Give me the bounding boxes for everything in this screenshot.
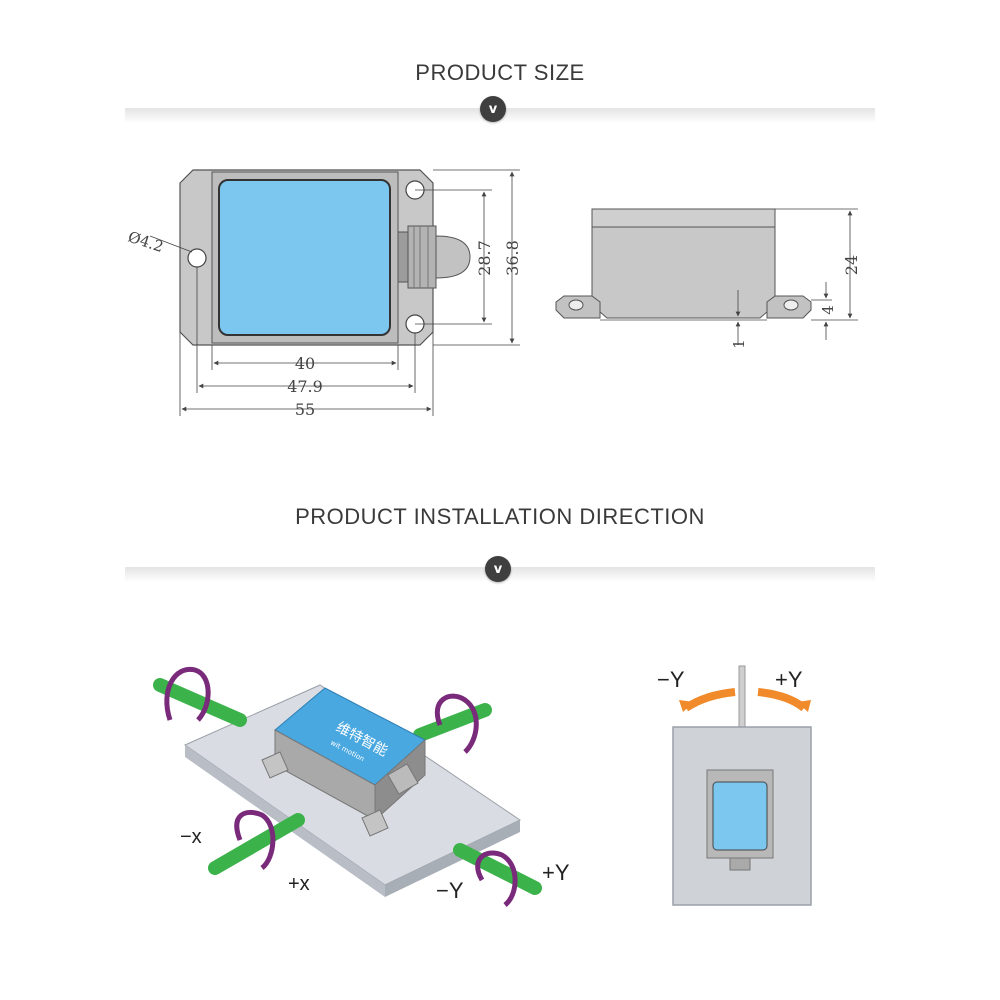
chevron-down-icon[interactable]: v [485, 556, 511, 582]
vertical-sensor [706, 769, 774, 871]
dim-1: 1 [730, 339, 748, 349]
horizontal-installation-illustration: 维特智能 wit motion −x +x −Y +Y [153, 666, 570, 907]
chevron-down-icon[interactable]: v [480, 96, 506, 122]
cable-gland [397, 225, 471, 289]
plus-x-label: +x [288, 873, 310, 895]
plus-y-top-label: +Y [775, 667, 803, 692]
plus-y-label: +Y [542, 860, 570, 885]
product-size-title: PRODUCT SIZE [415, 60, 585, 85]
dim-40: 40 [295, 354, 315, 373]
top-view-drawing: Ø4.2 28.7 36.8 40 47.9 55 [126, 169, 522, 419]
rotation-arrow-icon [164, 666, 518, 907]
dim-24: 24 [842, 255, 861, 275]
installation-direction-title: PRODUCT INSTALLATION DIRECTION [295, 504, 705, 529]
dim-4: 4 [819, 305, 837, 315]
dim-55: 55 [295, 400, 315, 419]
side-view-drawing: 24 4 1 [555, 208, 861, 349]
sensor-face [218, 179, 391, 336]
dim-36-8: 36.8 [503, 240, 522, 276]
dim-47-9: 47.9 [287, 377, 323, 396]
hole-diameter-label: Ø4.2 [126, 228, 166, 256]
minus-y-top-label: −Y [657, 667, 685, 692]
tilt-right-arrow-icon [757, 688, 807, 712]
vertical-installation-illustration: −Y +Y [657, 665, 812, 906]
minus-x-label: −x [180, 826, 202, 848]
dim-28-7: 28.7 [475, 240, 494, 276]
x-axis-rod [153, 678, 305, 875]
minus-y-label: −Y [436, 878, 464, 903]
tilt-left-arrow-icon [683, 688, 736, 712]
